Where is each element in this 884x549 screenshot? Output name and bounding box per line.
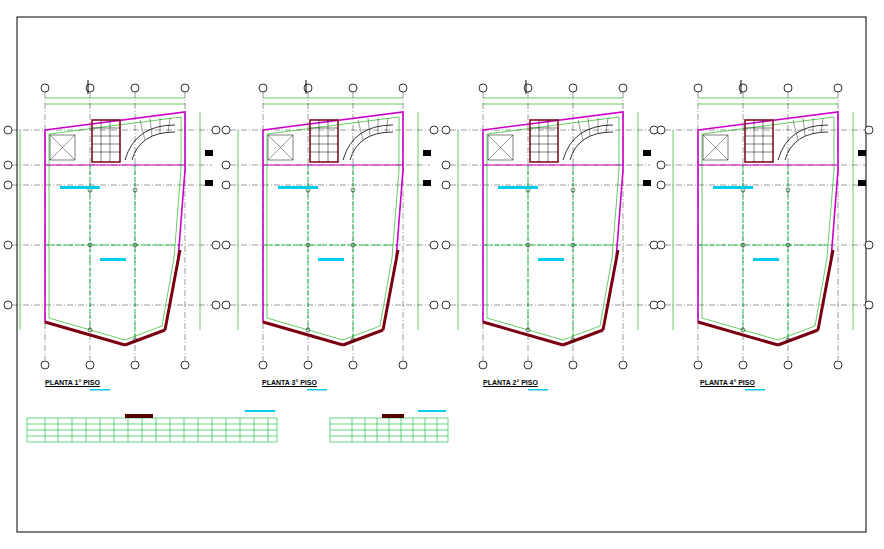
table-rule bbox=[413, 418, 414, 442]
table-rule bbox=[156, 418, 157, 442]
table-rule bbox=[142, 418, 143, 442]
table-rule bbox=[198, 418, 199, 442]
table-rule bbox=[268, 418, 269, 442]
table-rule bbox=[86, 418, 87, 442]
table-rule bbox=[425, 418, 426, 442]
plan-title: PLANTA 3° PISO bbox=[262, 379, 317, 386]
table-rule bbox=[45, 418, 46, 442]
plan-title: PLANTA 1° PISO bbox=[45, 379, 100, 386]
table-rule bbox=[240, 418, 241, 442]
table-rule bbox=[377, 418, 378, 442]
table-rule bbox=[58, 418, 59, 442]
plan-title: PLANTA 2° PISO bbox=[483, 379, 538, 386]
table-rule bbox=[212, 418, 213, 442]
table-rule bbox=[254, 418, 255, 442]
table-rule bbox=[114, 418, 115, 442]
table-rule bbox=[226, 418, 227, 442]
table-rule bbox=[352, 418, 353, 442]
table-rule bbox=[437, 418, 438, 442]
table-rule bbox=[100, 418, 101, 442]
table-rule bbox=[170, 418, 171, 442]
plan-title: PLANTA 4° PISO bbox=[700, 379, 755, 386]
table-rule bbox=[401, 418, 402, 442]
table-rule bbox=[72, 418, 73, 442]
table-rule bbox=[389, 418, 390, 442]
table-rule bbox=[128, 418, 129, 442]
table-rule bbox=[184, 418, 185, 442]
table-rule bbox=[365, 418, 366, 442]
